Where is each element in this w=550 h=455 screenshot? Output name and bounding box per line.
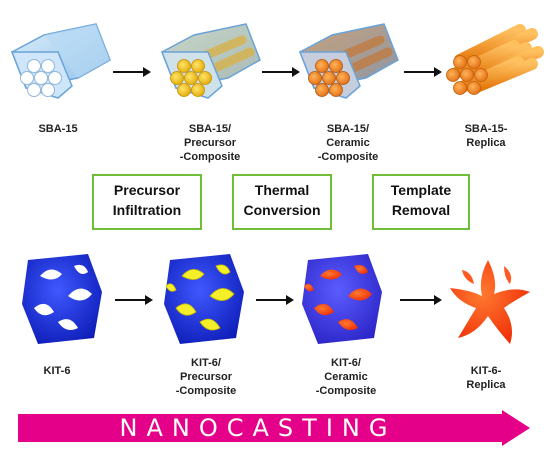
kit6-row [22, 254, 530, 344]
label-kit6-replica: KIT-6- Replica [466, 365, 506, 391]
label-sba15-precursor: SBA-15/ Precursor -Composite [179, 123, 241, 163]
label-sba15-ceramic: SBA-15/ Ceramic -Composite [317, 123, 379, 163]
nanocasting-arrow-shape [18, 410, 530, 446]
kit6-replica-illustration [450, 260, 530, 344]
step-thermal-conversion: Thermal Conversion [232, 174, 332, 230]
arrow-bottom-3 [400, 295, 442, 305]
arrow-top-1 [113, 67, 151, 77]
sba15-ceramic-illustration [298, 23, 399, 99]
kit6-ceramic-illustration [302, 254, 382, 344]
kit6-illustration [22, 254, 102, 344]
nanocasting-label: NANOCASTING [119, 414, 397, 442]
step-template-removal: Template Removal [372, 174, 470, 230]
sba15-row [10, 23, 544, 99]
label-sba15: SBA-15 [38, 123, 78, 135]
label-sba15-replica: SBA-15- Replica [464, 123, 508, 149]
sba15-precursor-illustration [160, 23, 261, 99]
label-kit6: KIT-6 [43, 365, 71, 377]
nanocasting-arrow: NANOCASTING [18, 410, 530, 446]
arrow-top-3 [404, 67, 442, 77]
sba15-illustration [10, 23, 111, 99]
label-kit6-ceramic: KIT-6/ Ceramic -Composite [315, 357, 377, 397]
kit6-precursor-illustration [164, 254, 244, 344]
arrow-bottom-1 [115, 295, 153, 305]
step-precursor-infiltration: Precursor Infiltration [92, 174, 202, 230]
arrow-top-2 [262, 67, 300, 77]
label-kit6-precursor: KIT-6/ Precursor -Composite [175, 357, 237, 397]
sba15-replica-illustration [446, 24, 544, 95]
arrow-bottom-2 [256, 295, 294, 305]
